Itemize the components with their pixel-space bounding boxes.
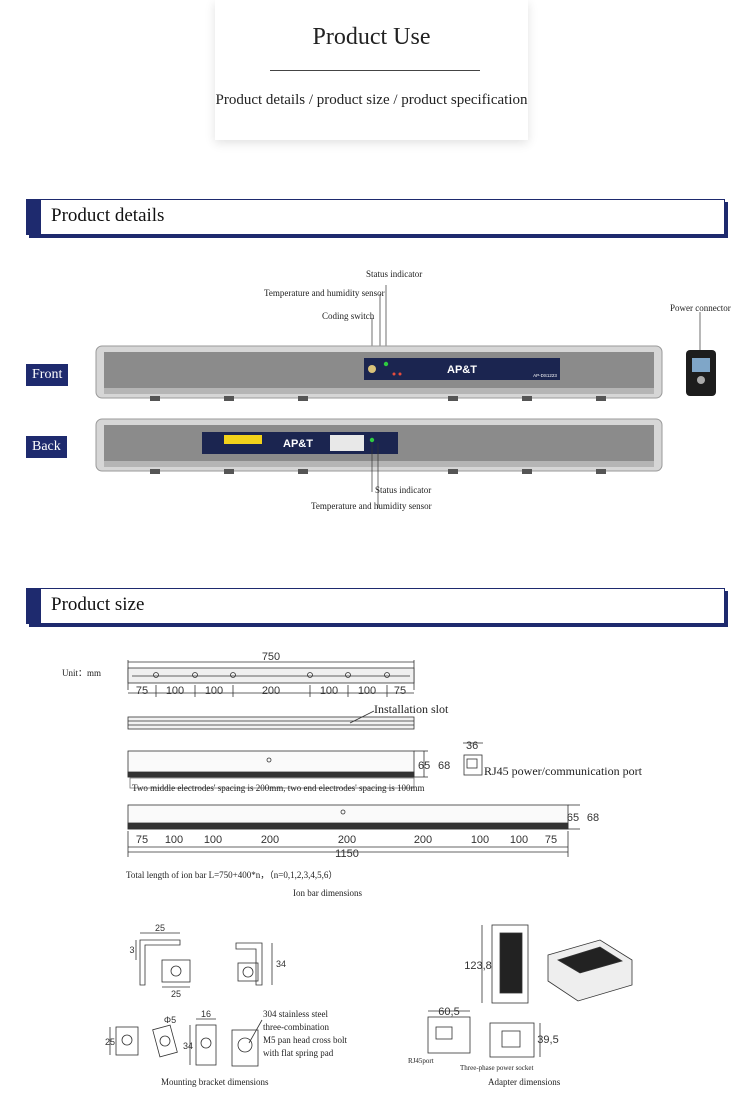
bracket-note: 304 stainless steel three-combination M5… — [263, 1008, 347, 1060]
dim-seg: 200 — [262, 685, 280, 697]
bar-side-drawing — [127, 742, 483, 789]
bracket-note-line: 304 stainless steel — [263, 1009, 328, 1019]
callout-status-indicator: Status indicator — [366, 269, 423, 279]
adapter-socket-label: Three-phase power socket — [460, 1064, 534, 1072]
section-title: Product details — [51, 205, 165, 226]
page-subtitle: Product details / product size / product… — [215, 92, 528, 108]
front-model: AP-DS1223 — [533, 373, 557, 378]
adapter-rj45-port: RJ45port — [408, 1057, 434, 1065]
page-title: Product Use — [312, 24, 431, 50]
length-formula: Total length of ion bar L=750+400*n，（n=0… — [126, 870, 338, 880]
dim-seg: 100 — [358, 685, 376, 697]
adapter-height: 123,8 — [464, 960, 492, 972]
callout-status-indicator-back: Status indicator — [375, 485, 432, 495]
bracket-note-line: three-combination — [263, 1022, 329, 1032]
dim-seg: 100 — [510, 834, 528, 846]
bracket-dim: 25 — [105, 1037, 115, 1047]
back-label: Back — [26, 436, 67, 458]
front-label: Front — [26, 364, 69, 386]
bracket-dim: 25 — [155, 923, 165, 933]
callout-coding-switch: Coding switch — [322, 311, 375, 321]
dim-seg: 100 — [166, 685, 184, 697]
dim-seg: 100 — [471, 834, 489, 846]
dim-seg: 100 — [205, 685, 223, 697]
installation-slot-drawing — [127, 710, 415, 730]
bracket-dim: 34 — [276, 959, 286, 969]
section-accent — [27, 200, 41, 234]
installation-slot-label: Installation slot — [374, 702, 449, 716]
bar-750-drawing — [127, 660, 415, 697]
dim-seg: 100 — [165, 834, 183, 846]
power-connector-image — [686, 350, 716, 396]
dim-seg: 75 — [545, 834, 557, 846]
dim-rj45-width: 36 — [466, 740, 478, 752]
header-card: Product Use Product details / product si… — [215, 0, 528, 140]
bracket-dim: 16 — [201, 1009, 211, 1019]
rj45-label: RJ45 power/communication port — [484, 764, 642, 778]
title-divider — [270, 70, 480, 71]
dim-seg: 100 — [320, 685, 338, 697]
section-title: Product size — [51, 594, 145, 615]
dim-seg: 75 — [394, 685, 406, 697]
dim-seg: 200 — [414, 834, 432, 846]
dim-seg: 200 — [261, 834, 279, 846]
bar-1150-drawing — [127, 804, 580, 857]
bracket-dim: 25 — [171, 989, 181, 999]
front-ion-bar: AP&T AP-DS1223 — [95, 345, 663, 401]
unit-label: Unit：mm — [62, 668, 102, 678]
dim-1150: 1150 — [335, 848, 359, 860]
product-details-figure: AP&T AP-DS1223 AP&T — [95, 285, 716, 508]
dim-seg: 75 — [136, 834, 148, 846]
dim-seg: 75 — [136, 685, 148, 697]
dim-seg: 200 — [338, 834, 356, 846]
section-product-size: Product size — [26, 588, 725, 624]
bracket-dim: Φ5 — [164, 1015, 176, 1025]
section-accent — [27, 589, 41, 623]
bracket-note-line: M5 pan head cross bolt — [263, 1035, 347, 1045]
dim-750: 750 — [262, 651, 280, 663]
back-brand: AP&T — [283, 438, 313, 450]
spacing-note: Two middle electrodes' spacing is 200mm,… — [132, 783, 425, 793]
dim-side-68-b: 68 — [587, 812, 599, 824]
bracket-dim: 34 — [183, 1041, 193, 1051]
bracket-drawing — [109, 932, 273, 1067]
ion-bar-caption: Ion bar dimensions — [293, 888, 362, 898]
ion-bar-dimension-drawings: 750 75 100 100 200 100 100 75 65 68 36 — [127, 651, 599, 860]
adapter-drawing — [427, 924, 633, 1058]
callout-temp-humidity-back: Temperature and humidity sensor — [311, 501, 432, 511]
adapter-depth: 39,5 — [537, 1034, 558, 1046]
dim-seg: 100 — [204, 834, 222, 846]
dim-side-65-b: 65 — [567, 812, 579, 824]
back-ion-bar: AP&T — [95, 418, 663, 508]
section-product-details: Product details — [26, 199, 725, 235]
bracket-adapter-drawings: 25 3 25 34 16 25 34 Φ5 123,8 60,5 39,5 — [105, 923, 633, 1067]
adapter-width: 60,5 — [438, 1006, 459, 1018]
dim-side-68: 68 — [438, 760, 450, 772]
adapter-caption: Adapter dimensions — [488, 1077, 561, 1087]
front-brand: AP&T — [447, 364, 477, 376]
dim-side-65: 65 — [418, 760, 430, 772]
bracket-dim: 3 — [129, 945, 134, 955]
callout-temp-humidity: Temperature and humidity sensor — [264, 288, 385, 298]
bracket-caption: Mounting bracket dimensions — [161, 1077, 269, 1087]
callout-power-connector: Power connector — [670, 303, 731, 313]
bracket-note-line: with flat spring pad — [263, 1048, 334, 1058]
